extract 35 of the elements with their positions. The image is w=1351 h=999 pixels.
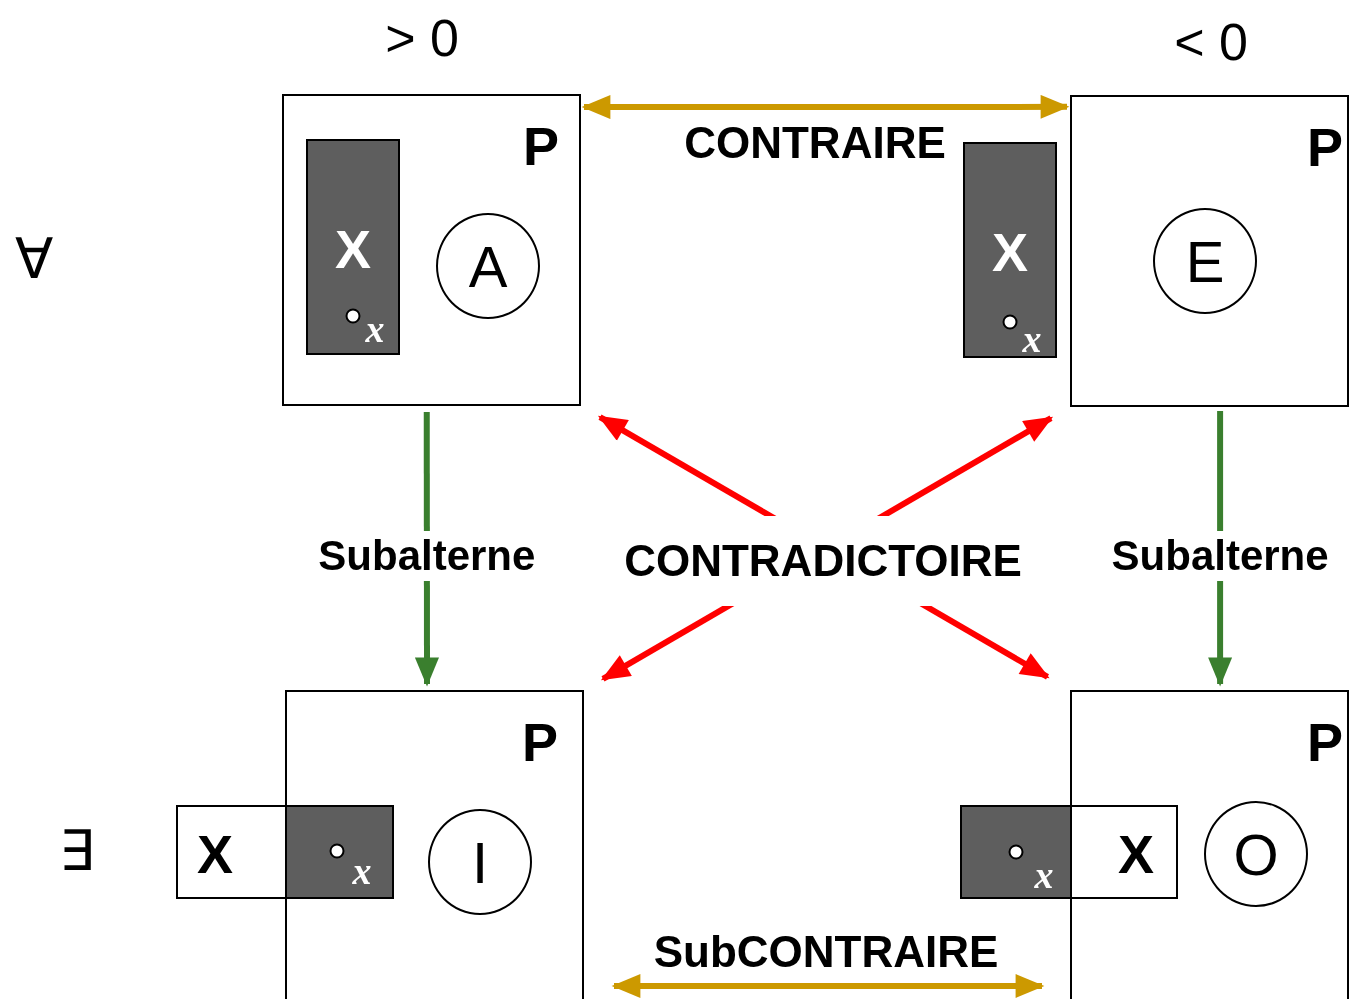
element-label: x [1022,320,1042,358]
set-letter: P [522,715,558,769]
element-label: x [352,852,372,890]
set-box [1070,805,1178,899]
set-frame [285,690,584,999]
edge-label: Subalterne [1109,530,1331,581]
set-letter: P [523,119,559,173]
relation-label: CONTRAIRE [684,118,946,168]
quantifier-symbol: ∃ [58,817,94,883]
shaded-set-box [960,805,1072,899]
proposition-letter: A [468,238,508,296]
set-frame [1070,690,1349,999]
element-label: x [1034,856,1054,894]
set-letter: P [1307,120,1343,174]
set-letter: P [1307,715,1343,769]
proposition-letter: E [1185,233,1225,291]
shaded-set-box [306,139,400,355]
set-letter: X [335,222,371,276]
set-letter: X [992,225,1028,279]
arrow [581,94,1070,120]
relation-label: SubCONTRAIRE [653,927,999,977]
set-frame [282,94,581,406]
threshold-label: < 0 [1174,12,1248,72]
element-label: x [365,310,385,348]
set-box [176,805,287,899]
threshold-label: > 0 [385,8,459,68]
set-letter: X [197,827,233,881]
set-frame [1070,95,1349,407]
quantifier-symbol: ∀ [15,225,53,291]
shaded-set-box [963,142,1057,358]
set-letter: X [1118,827,1154,881]
proposition-letter: I [471,834,489,892]
proposition-letter: O [1233,826,1279,884]
shaded-set-box [285,805,394,899]
arrow [611,974,1045,998]
